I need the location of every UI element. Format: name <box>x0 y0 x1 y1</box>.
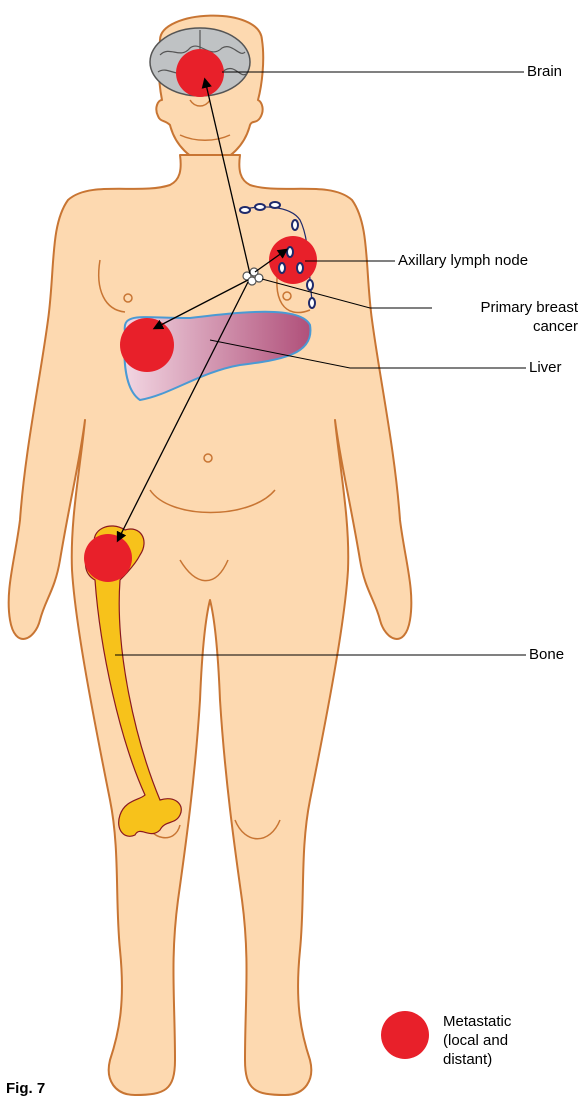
body-silhouette <box>9 16 412 1095</box>
label-axillary-lymph-node: Axillary lymph node <box>398 252 528 270</box>
label-liver: Liver <box>529 359 562 377</box>
brain-metastasis <box>176 49 224 97</box>
label-brain: Brain <box>527 63 562 81</box>
figure-label: Fig. 7 <box>6 1080 45 1097</box>
legend-swatch <box>381 1011 429 1059</box>
axillary-metastasis <box>269 236 317 284</box>
label-bone: Bone <box>529 646 564 664</box>
label-primary-breast: Primary breast <box>480 299 578 317</box>
bone-metastasis <box>84 534 132 582</box>
liver-metastasis <box>120 318 174 372</box>
label-primary-cancer: cancer <box>533 318 578 336</box>
legend-label: Metastatic (local and distant) <box>443 1012 511 1069</box>
